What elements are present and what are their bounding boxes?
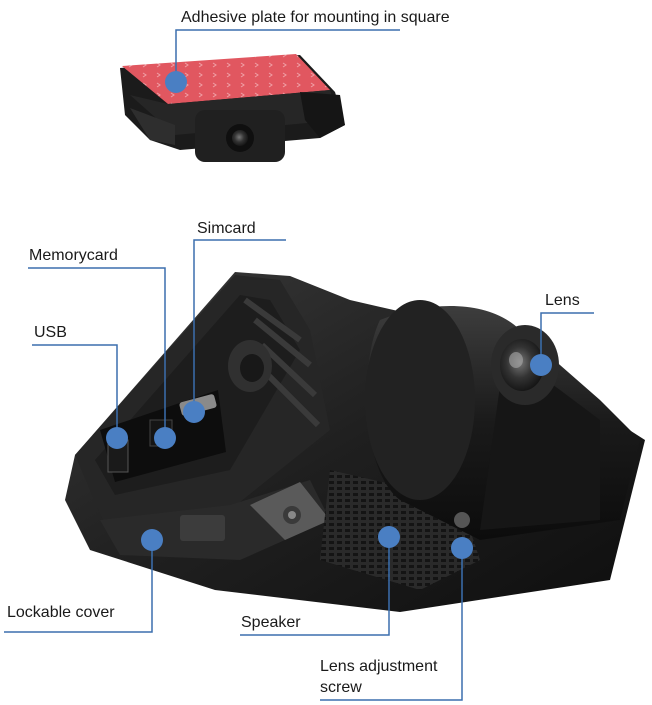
dot-lens [530, 354, 552, 376]
callout-line-usb [32, 344, 118, 438]
dot-lockable-cover [141, 529, 163, 551]
callout-lines [4, 29, 594, 701]
callout-line-speaker [240, 537, 390, 636]
callout-line-memorycard [28, 267, 166, 438]
dot-speaker [378, 526, 400, 548]
callout-line-lockable-cover [4, 540, 153, 633]
camera-main [65, 272, 645, 612]
dot-lens-adjustment [451, 537, 473, 559]
dot-adhesive [165, 71, 187, 93]
callout-line-adhesive [175, 29, 400, 82]
label-adhesive-plate: Adhesive plate for mounting in square [181, 9, 450, 26]
lens-icon [500, 339, 544, 391]
label-memorycard: Memorycard [29, 247, 118, 264]
label-speaker: Speaker [241, 614, 301, 631]
label-lens: Lens [545, 292, 580, 309]
label-usb: USB [34, 324, 67, 341]
dot-usb [106, 427, 128, 449]
top-lens-icon [232, 130, 248, 146]
callout-line-simcard [193, 239, 286, 412]
callout-line-lens [540, 312, 594, 365]
label-lens-adjustment-line2: screw [320, 679, 362, 696]
label-simcard: Simcard [197, 220, 256, 237]
callout-dots [106, 71, 552, 559]
callout-line-lens-adjustment [320, 548, 463, 701]
dot-simcard [183, 401, 205, 423]
label-lens-adjustment-line1: Lens adjustment [320, 658, 438, 675]
dot-memorycard [154, 427, 176, 449]
mounted-camera-top [120, 54, 345, 162]
label-lockable-cover: Lockable cover [7, 604, 115, 621]
